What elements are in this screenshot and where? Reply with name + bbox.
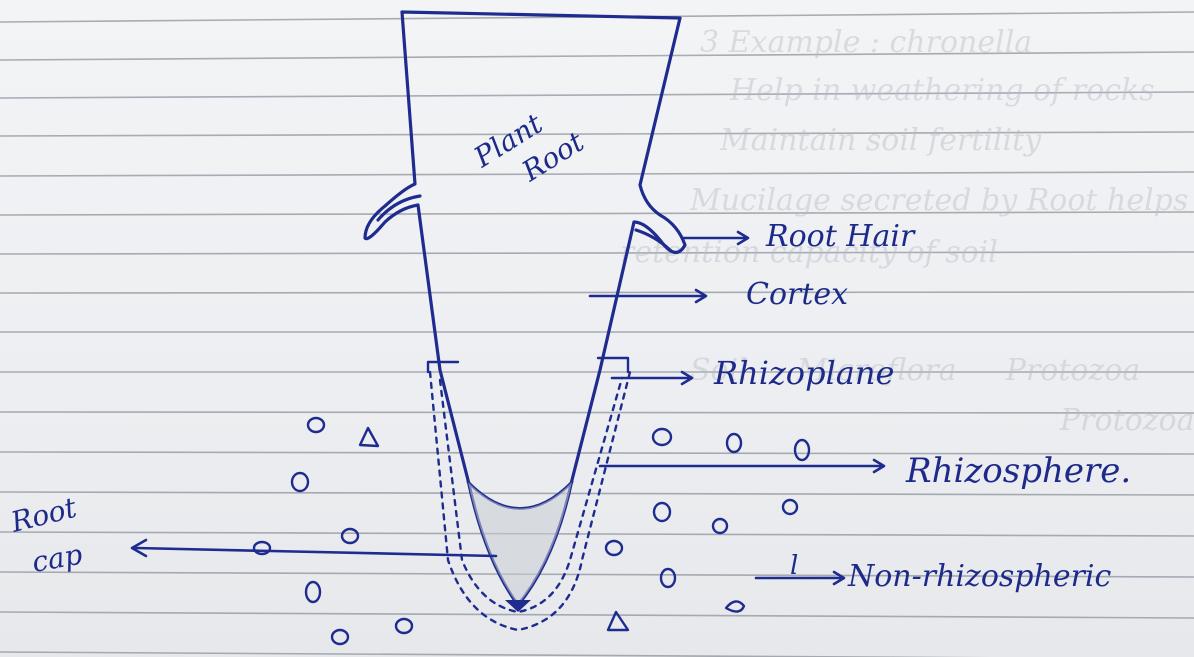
rhizosphere-label: Rhizosphere. [905,451,1131,491]
svg-text:Protozoa: Protozoa [1059,403,1194,438]
cortex-label: Cortex [746,277,848,312]
svg-text:Mucilage secreted by Root help: Mucilage secreted by Root helps in 7 wat… [689,183,1194,218]
svg-text:3 Example : chronella: 3 Example : chronella [700,25,1032,60]
svg-text:Help in weathering of rocks: Help in weathering of rocks [729,73,1155,108]
non-rhizospheric-label: Non-rhizospheric [847,559,1112,594]
root-hair-label: Root Hair [765,219,916,254]
non-rhizospheric-prefix: l [790,551,798,581]
rhizoplane-label: Rhizoplane [713,354,894,392]
svg-text:Maintain soil fertility: Maintain soil fertility [719,123,1042,158]
